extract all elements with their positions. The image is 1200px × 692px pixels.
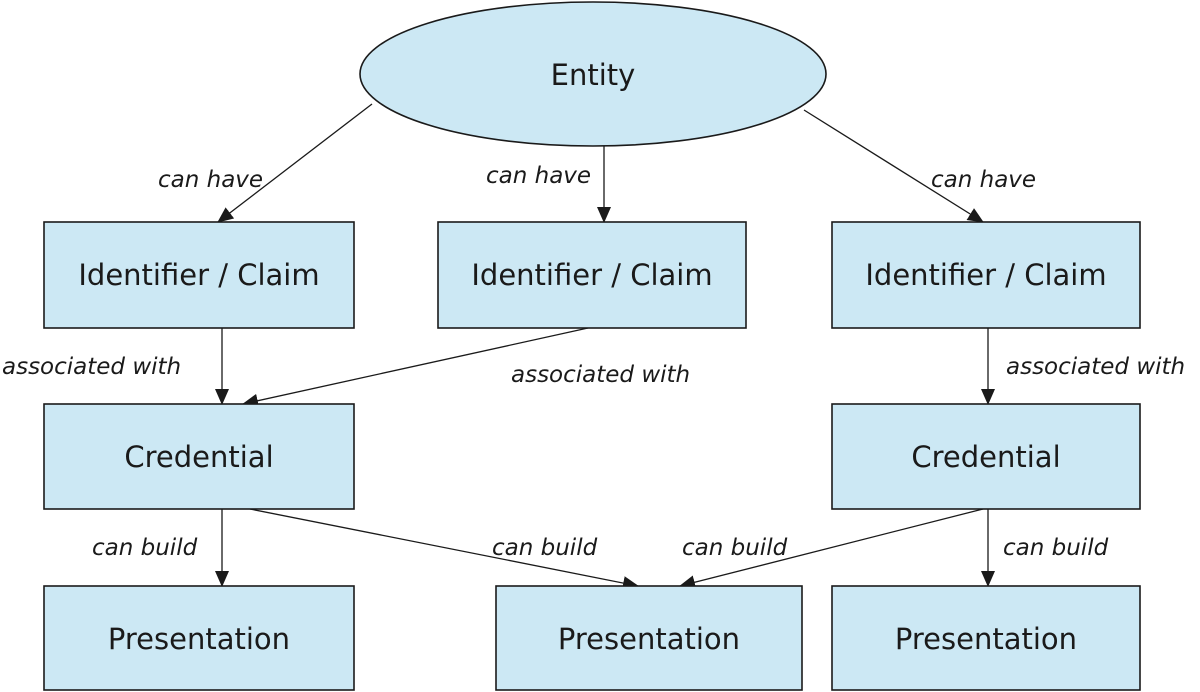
node-identifier-left: Identifier / Claim <box>43 221 355 329</box>
edge-label-credential-right-to-presentation-right: can build <box>1003 535 1109 561</box>
node-credential-left-label: Credential <box>124 440 273 474</box>
node-presentation-left: Presentation <box>43 585 355 691</box>
node-identifier-center-label: Identifier / Claim <box>471 258 712 292</box>
edge-credential-left-to-presentation-center <box>249 508 639 590</box>
edge-label-credential-left-to-presentation-center: can build <box>492 535 598 561</box>
edge-label-identifier-left-to-credential-left: associated with <box>2 354 181 380</box>
node-presentation-right-label: Presentation <box>895 622 1077 656</box>
edge-label-entity-to-identifier-left: can have <box>158 167 263 193</box>
edge-label-credential-right-to-presentation-center: can build <box>682 535 788 561</box>
node-presentation-center: Presentation <box>495 585 803 691</box>
edge-entity-to-identifier-left <box>217 103 373 223</box>
node-identifier-center: Identifier / Claim <box>437 221 747 329</box>
edge-entity-to-identifier-right <box>803 109 984 223</box>
edge-label-credential-left-to-presentation-left: can build <box>92 535 198 561</box>
node-identifier-right-label: Identifier / Claim <box>865 258 1106 292</box>
edge-identifier-center-to-credential-left <box>242 327 589 408</box>
edge-label-entity-to-identifier-right: can have <box>931 167 1036 193</box>
edge-label-entity-to-identifier-center: can have <box>486 163 591 189</box>
edge-label-identifier-right-to-credential-right: associated with <box>1006 354 1185 380</box>
node-credential-right: Credential <box>831 403 1141 510</box>
edge-label-identifier-center-to-credential-left: associated with <box>511 362 690 388</box>
node-presentation-center-label: Presentation <box>558 622 740 656</box>
node-credential-right-label: Credential <box>911 440 1060 474</box>
node-presentation-right: Presentation <box>831 585 1141 691</box>
edge-credential-right-to-presentation-center <box>679 508 984 590</box>
node-entity-label: Entity <box>551 58 636 92</box>
node-presentation-left-label: Presentation <box>108 622 290 656</box>
node-identifier-right: Identifier / Claim <box>831 221 1141 329</box>
node-entity: Entity <box>359 1 827 147</box>
node-identifier-left-label: Identifier / Claim <box>78 258 319 292</box>
node-credential-left: Credential <box>43 403 355 510</box>
